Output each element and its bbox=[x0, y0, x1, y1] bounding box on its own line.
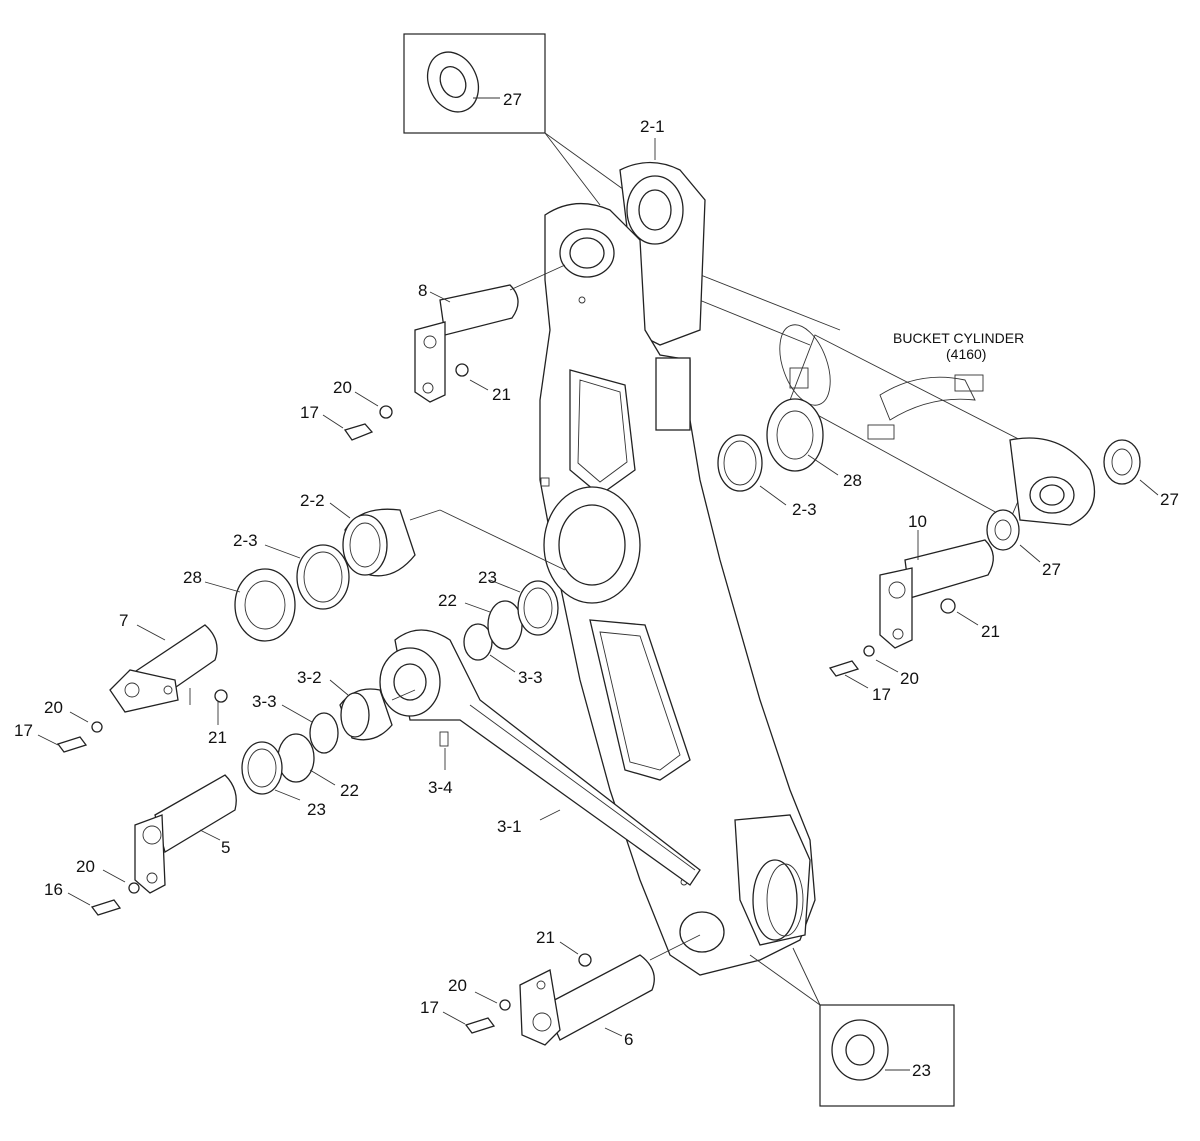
callout-21-b: 21 bbox=[981, 622, 1000, 641]
callout-3-3-a: 3-3 bbox=[518, 668, 543, 687]
bucket-cylinder-code: (4160) bbox=[946, 346, 986, 362]
callout-28-b: 28 bbox=[183, 568, 202, 587]
callout-20-a: 20 bbox=[333, 378, 352, 397]
callout-3-2: 3-2 bbox=[297, 668, 322, 687]
callout-23-a: 23 bbox=[478, 568, 497, 587]
callout-17-b: 17 bbox=[872, 685, 891, 704]
bucket-cylinder bbox=[649, 254, 1096, 526]
pin-10 bbox=[828, 439, 1141, 677]
callout-20-b: 20 bbox=[900, 669, 919, 688]
callout-17-c: 17 bbox=[14, 721, 33, 740]
boom-lever bbox=[539, 161, 816, 976]
callout-28-a: 28 bbox=[843, 471, 862, 490]
callout-5: 5 bbox=[221, 838, 230, 857]
callout-2-1: 2-1 bbox=[640, 117, 665, 136]
callout-2-2: 2-2 bbox=[300, 491, 325, 510]
callout-23-box: 23 bbox=[912, 1061, 931, 1080]
callout-2-3-b: 2-3 bbox=[233, 531, 258, 550]
pin-5 bbox=[90, 774, 237, 916]
pin-6 bbox=[464, 934, 701, 1046]
rings-link-upper bbox=[463, 580, 559, 661]
callout-21-c: 21 bbox=[208, 728, 227, 747]
callout-labels: 27 2-1 8 20 21 17 BUCKET CYLINDER (4160)… bbox=[14, 90, 1179, 1080]
bushing-3-2-group bbox=[241, 688, 416, 795]
rings-right bbox=[717, 398, 824, 492]
callout-3-4: 3-4 bbox=[428, 778, 453, 797]
callout-17-d: 17 bbox=[420, 998, 439, 1017]
callout-20-c: 20 bbox=[44, 698, 63, 717]
callout-20-d: 20 bbox=[76, 857, 95, 876]
callout-2-3-a: 2-3 bbox=[792, 500, 817, 519]
callout-23-b: 23 bbox=[307, 800, 326, 819]
callout-27-c: 27 bbox=[1042, 560, 1061, 579]
callout-21-a: 21 bbox=[492, 385, 511, 404]
detail-box-washer-23 bbox=[749, 947, 955, 1107]
callout-6: 6 bbox=[624, 1030, 633, 1049]
callout-3-3-b: 3-3 bbox=[252, 692, 277, 711]
callout-8: 8 bbox=[418, 281, 427, 300]
callout-20-e: 20 bbox=[448, 976, 467, 995]
callout-3-1: 3-1 bbox=[497, 817, 522, 836]
callout-7: 7 bbox=[119, 611, 128, 630]
callout-10: 10 bbox=[908, 512, 927, 531]
leader-lines bbox=[37, 138, 1159, 1037]
callout-27-top: 27 bbox=[503, 90, 522, 109]
callout-22-b: 22 bbox=[340, 781, 359, 800]
callout-27-b: 27 bbox=[1160, 490, 1179, 509]
callout-16: 16 bbox=[44, 880, 63, 899]
bucket-cylinder-name: BUCKET CYLINDER bbox=[893, 330, 1024, 346]
detail-box-washer-27 bbox=[403, 33, 628, 206]
bushing-2-2-group bbox=[56, 508, 566, 753]
callout-21-d: 21 bbox=[536, 928, 555, 947]
callout-22-a: 22 bbox=[438, 591, 457, 610]
callout-17-a: 17 bbox=[300, 403, 319, 422]
pin-8 bbox=[343, 264, 566, 441]
